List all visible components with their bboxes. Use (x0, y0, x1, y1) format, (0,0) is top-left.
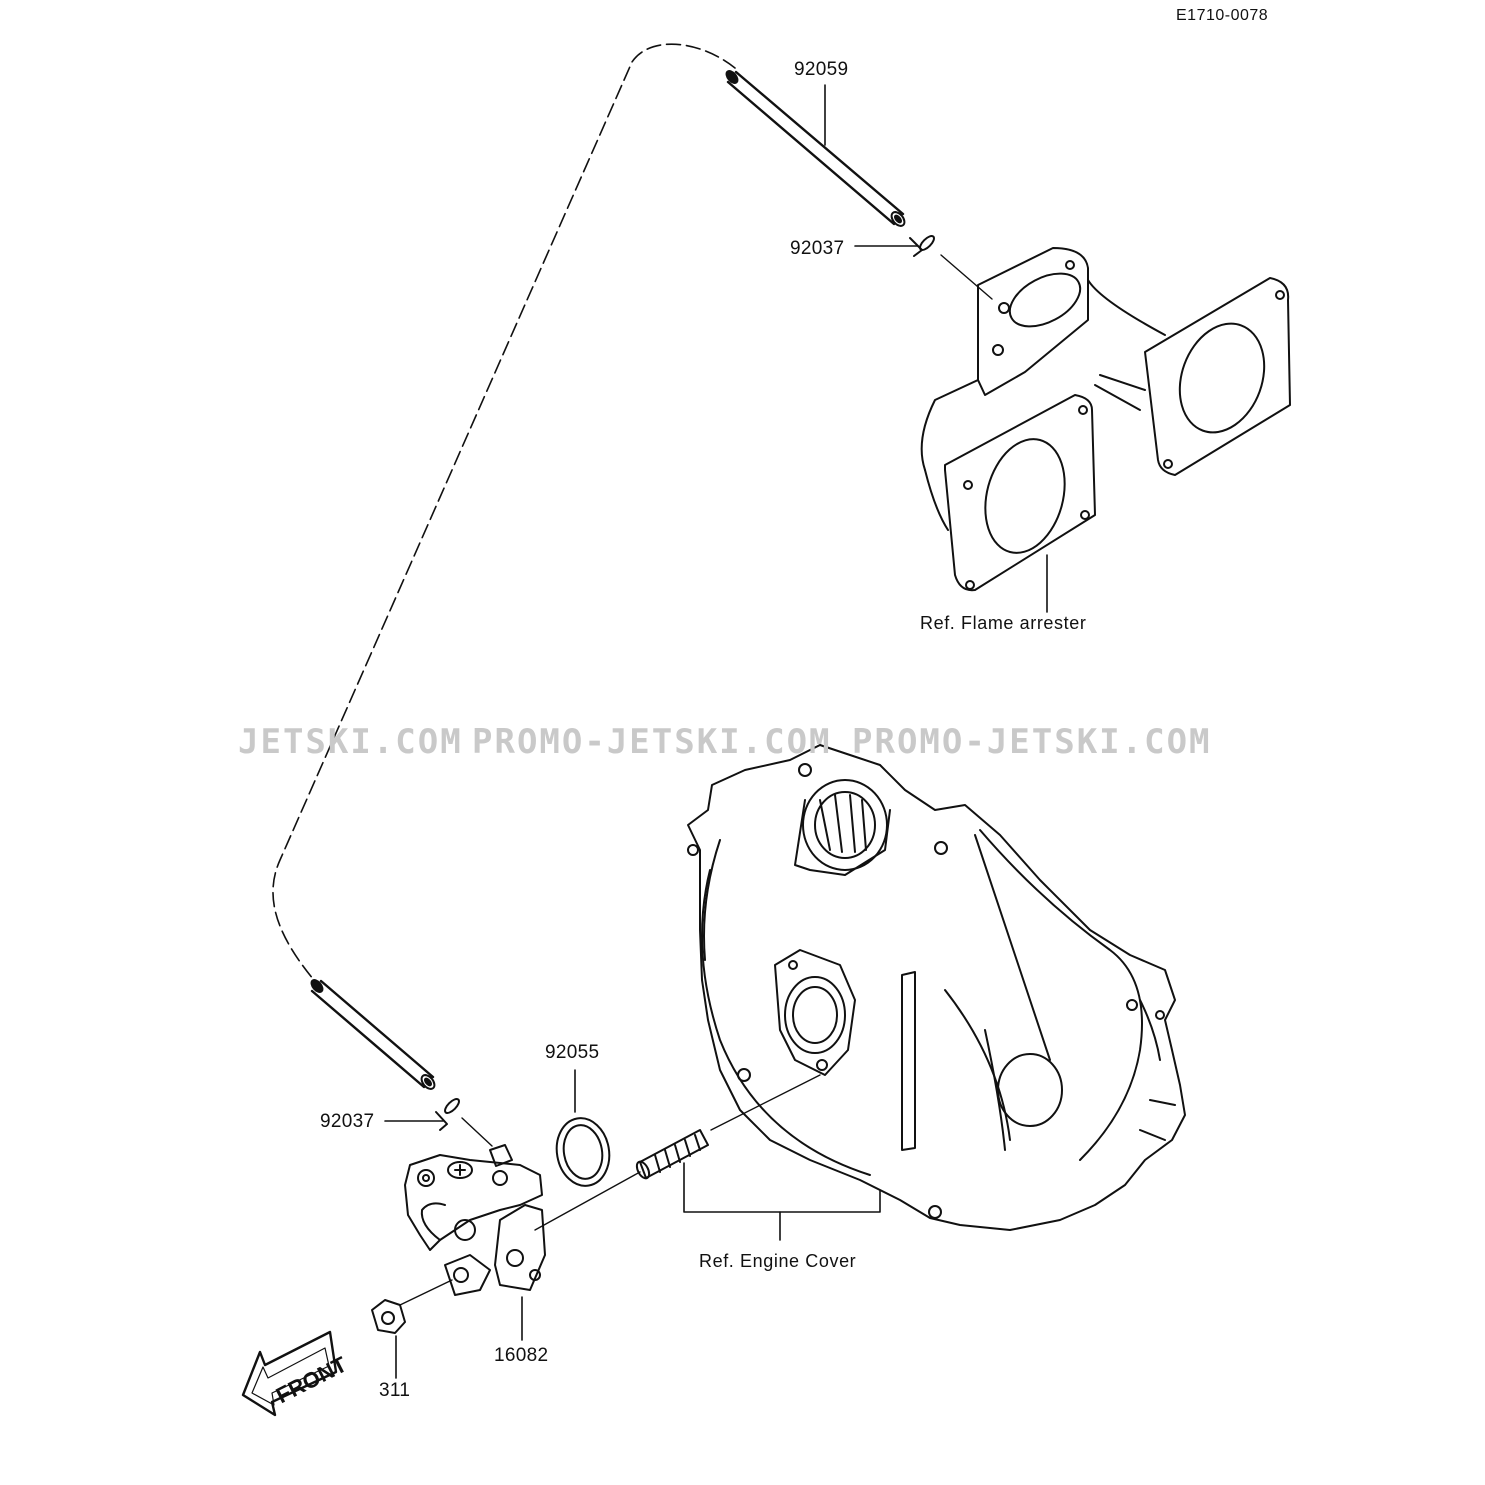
watermark-2: PROMO-JETSKI.COM (472, 722, 832, 762)
upper-clamp (854, 235, 993, 300)
watermark-3: PROMO-JETSKI.COM (852, 722, 1212, 762)
front-arrow-label: FRONT (272, 1351, 351, 1408)
ref-flame-arrester-label: Ref. Flame arrester (920, 613, 1087, 633)
o-ring (555, 1069, 611, 1187)
front-arrow-icon (241, 1330, 338, 1417)
callout-o-ring: 92055 (545, 1042, 600, 1063)
callout-fuel-tap: 16082 (494, 1345, 549, 1366)
stud-bolt (635, 1074, 881, 1241)
lower-clamp (384, 1098, 493, 1147)
ref-engine-cover-label: Ref. Engine Cover (699, 1251, 857, 1271)
nut (371, 1279, 453, 1379)
fuel-tap (404, 1144, 641, 1341)
lower-hose (310, 979, 436, 1090)
callout-nut: 311 (379, 1380, 411, 1401)
engine-cover (687, 744, 1186, 1231)
callout-lower-clamp: 92037 (320, 1111, 375, 1132)
drawing-number: E1710-0078 (1176, 7, 1269, 24)
upper-hose (725, 70, 906, 227)
callout-upper-clamp: 92037 (790, 238, 845, 259)
hose-routing-line (272, 43, 736, 986)
callout-upper-hose: 92059 (794, 59, 849, 80)
watermark-1: JETSKI.COM (238, 722, 463, 762)
flame-arrester (920, 247, 1291, 613)
